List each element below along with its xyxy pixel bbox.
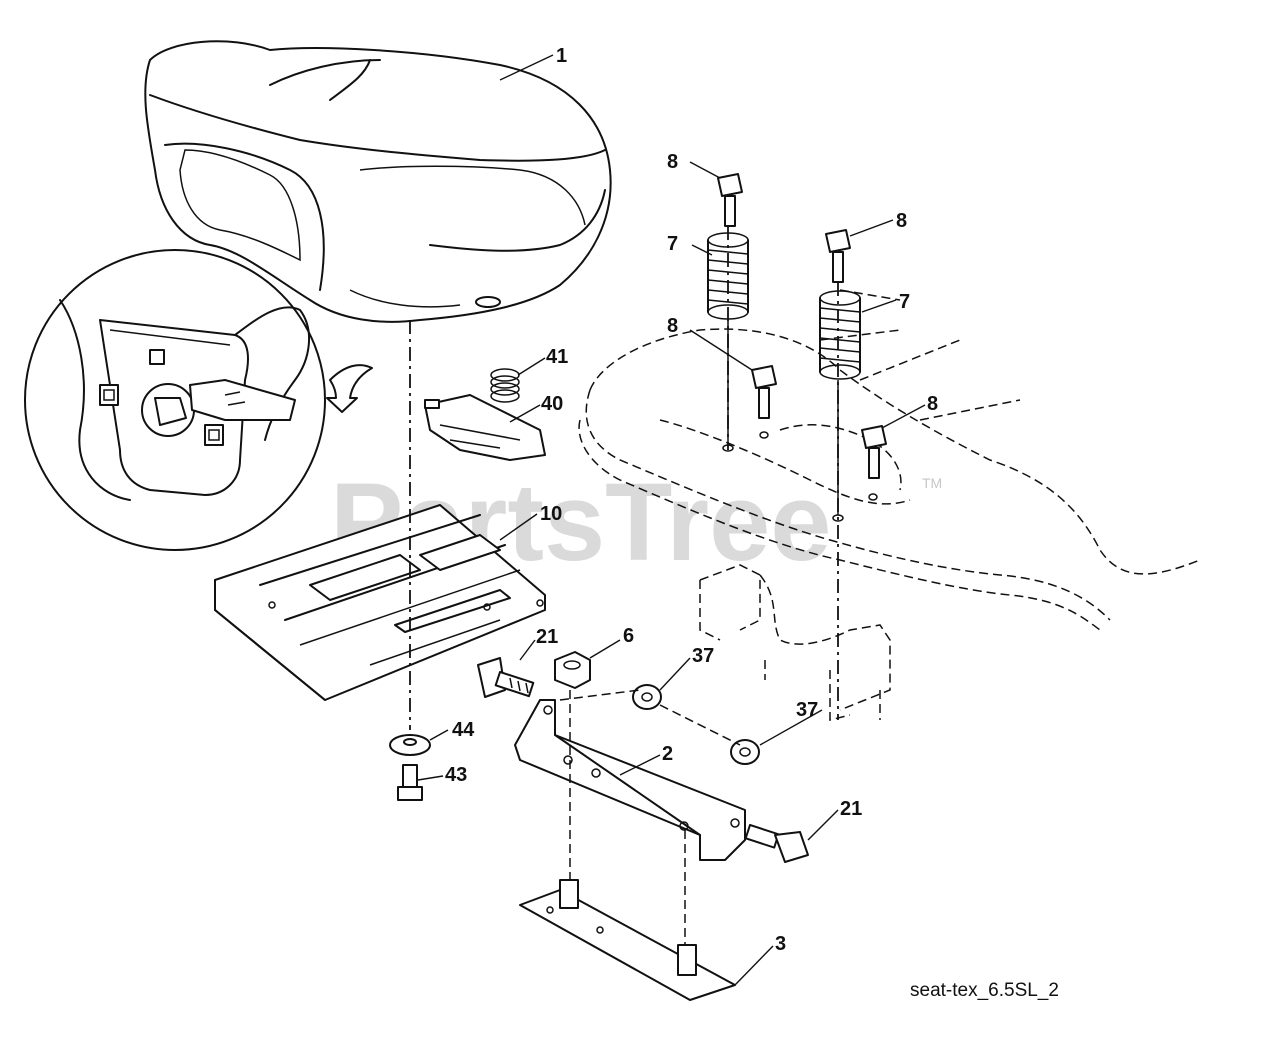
callout-41: 41 [546, 346, 568, 368]
washer-part-44[interactable] [389, 734, 431, 756]
callout-labels: 1 8 8 8 8 7 7 41 40 10 21 6 37 37 2 44 4… [445, 45, 938, 955]
callout-21-a: 21 [536, 626, 558, 648]
frame-hole-right [832, 514, 844, 522]
spring-part-41[interactable] [490, 368, 520, 403]
guideline-nut [559, 689, 641, 701]
bolt-part-8-d[interactable] [861, 425, 887, 479]
bolt-part-8-b[interactable] [825, 229, 851, 283]
callout-21-b: 21 [840, 798, 862, 820]
callout-37-a: 37 [692, 645, 714, 667]
nut-part-37-lower[interactable] [730, 739, 760, 765]
tractor-frame [578, 289, 1201, 721]
seat-plate-part-10[interactable] [214, 504, 546, 701]
callout-6: 6 [623, 625, 634, 647]
svg-text:TM: TM [922, 475, 942, 491]
callout-8-b: 8 [896, 210, 907, 232]
frame-hole-left [722, 444, 734, 452]
callout-8-c: 8 [667, 315, 678, 337]
callout-44: 44 [452, 719, 475, 741]
bolt-part-8-a[interactable] [717, 173, 743, 227]
diagram-code: seat-tex_6.5SL_2 [910, 980, 1059, 1001]
callout-8-a: 8 [667, 151, 678, 173]
bolt-part-21-left[interactable] [477, 657, 535, 698]
callout-2: 2 [662, 743, 673, 765]
callout-43: 43 [445, 764, 467, 786]
callout-7-b: 7 [899, 291, 910, 313]
nut-part-6[interactable] [554, 651, 591, 689]
seat-bracket-part-2[interactable] [514, 699, 746, 861]
seat-part-1[interactable] [144, 40, 612, 323]
callout-8-d: 8 [927, 393, 938, 415]
spring-part-7-right[interactable] [819, 290, 861, 380]
callout-3: 3 [775, 933, 786, 955]
leader-lines [417, 54, 926, 986]
callout-37-b: 37 [796, 699, 818, 721]
bracket-part-40[interactable] [424, 394, 546, 461]
callout-7-a: 7 [667, 233, 678, 255]
spring-guides [727, 320, 839, 515]
callout-40: 40 [541, 393, 563, 415]
callout-1: 1 [556, 45, 567, 67]
frame-hole-b [759, 431, 769, 439]
bolt-part-43[interactable] [397, 764, 423, 801]
detail-inset [24, 249, 373, 551]
callout-10: 10 [540, 503, 562, 525]
mount-plate-part-3[interactable] [519, 879, 736, 1001]
frame-hole-d [868, 493, 878, 501]
guideline-nut2 [659, 704, 741, 746]
bolt-part-21-right[interactable] [744, 824, 809, 863]
bolt-part-8-c[interactable] [751, 365, 777, 419]
nut-part-37-upper[interactable] [632, 684, 662, 710]
